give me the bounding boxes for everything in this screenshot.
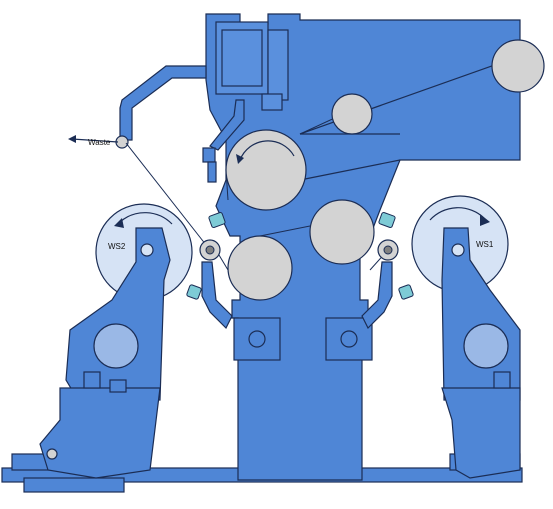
- right-transfer-arm: [361, 212, 414, 330]
- sensor-icon: [208, 212, 226, 228]
- right-drum-roll: [309, 199, 375, 265]
- sensor-icon: [378, 212, 396, 228]
- upper-guide-roll: [331, 93, 373, 135]
- waste-arrow-icon: [68, 135, 76, 143]
- ws1-label: WS1: [476, 240, 494, 249]
- rotation-arrow-icon: [236, 154, 244, 164]
- left-transfer-arm: [186, 212, 233, 330]
- waste-label: Waste: [88, 138, 111, 147]
- ws2-hub: [93, 323, 139, 369]
- ws2-label: WS2: [108, 242, 126, 251]
- sensor-icon: [398, 284, 414, 300]
- winding-station-ws1: WS1: [411, 195, 521, 479]
- waste-arm: Waste: [68, 65, 207, 149]
- main-drum-roll: [225, 129, 307, 211]
- rolls: [225, 39, 545, 301]
- sensor-icon: [186, 284, 202, 300]
- top-right-roll: [491, 39, 545, 93]
- winding-station-ws2: WS2: [39, 203, 193, 479]
- ws1-hub: [463, 323, 509, 369]
- ws1-rotation-arrow-icon: [480, 214, 490, 226]
- lower-drum-roll: [227, 235, 293, 301]
- ws2-rotation-arrow-icon: [114, 218, 124, 228]
